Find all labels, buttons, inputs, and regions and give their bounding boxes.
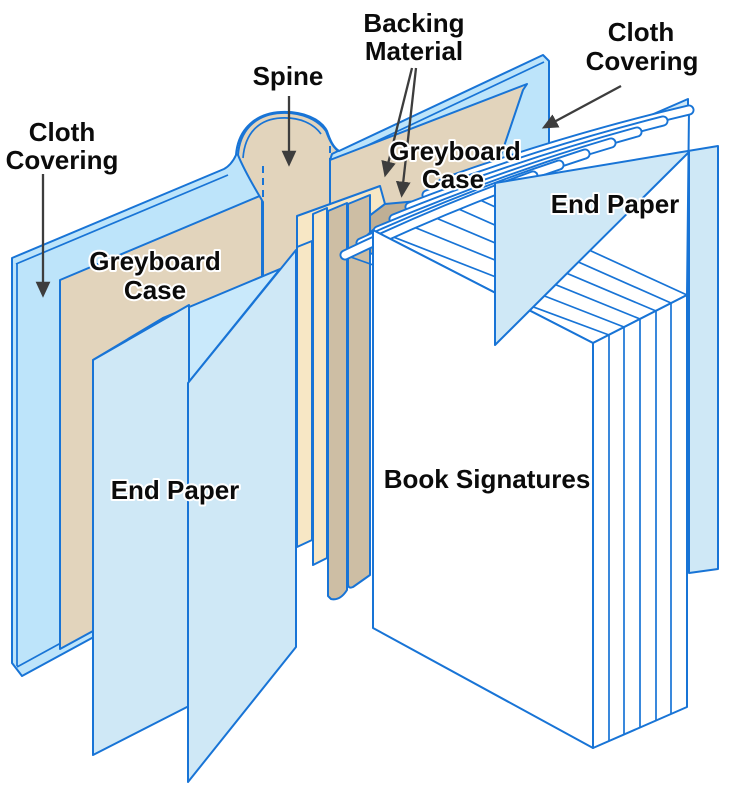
end-paper-left-group [92, 249, 297, 783]
backing-sheet-cream-1 [296, 240, 313, 548]
arrow-backing-material-2 [395, 67, 418, 198]
label-greyboard-case-right-line1: Greyboard [389, 136, 521, 166]
arrow-backing-material-1 [381, 67, 414, 178]
annotation-arrows [35, 67, 622, 298]
signature-spine-folds [339, 104, 695, 261]
label-greyboard-case-right-line2: Case [422, 164, 484, 194]
backing-sheet-cream-2 [312, 207, 328, 566]
label-end-paper-left: End Paper [111, 475, 240, 505]
label-greyboard-case-left-line2: Case [124, 275, 186, 305]
backing-sheet-tan-1 [327, 202, 348, 601]
label-greyboard-case-left-line1: Greyboard [89, 246, 221, 276]
spine-hump-inner-lip [242, 117, 322, 159]
label-cloth-covering-right-line1: Cloth [608, 17, 674, 47]
label-backing-material-line2: Material [365, 36, 463, 66]
annotation-labels: Cloth Covering Spine Backing Material Cl… [4, 6, 701, 507]
label-cloth-covering-left-line2: Covering [6, 145, 119, 175]
label-spine: Spine [253, 61, 324, 91]
label-backing-material-line1: Backing [363, 8, 464, 38]
label-end-paper-right: End Paper [551, 189, 680, 219]
label-cloth-covering-left-line1: Cloth [29, 117, 95, 147]
book-signatures-block [339, 104, 695, 749]
arrow-cloth-covering-right [541, 84, 622, 129]
backing-sheet-tan-2 [347, 194, 371, 589]
end-paper-left-front-leaf [187, 249, 297, 783]
cloth-lip-top-left [15, 174, 229, 265]
label-book-signatures: Book Signatures [384, 464, 591, 494]
end-paper-right-front-leaf [494, 145, 719, 574]
end-paper-left-back-leaf [92, 304, 190, 756]
label-cloth-covering-right-line2: Covering [586, 46, 699, 76]
